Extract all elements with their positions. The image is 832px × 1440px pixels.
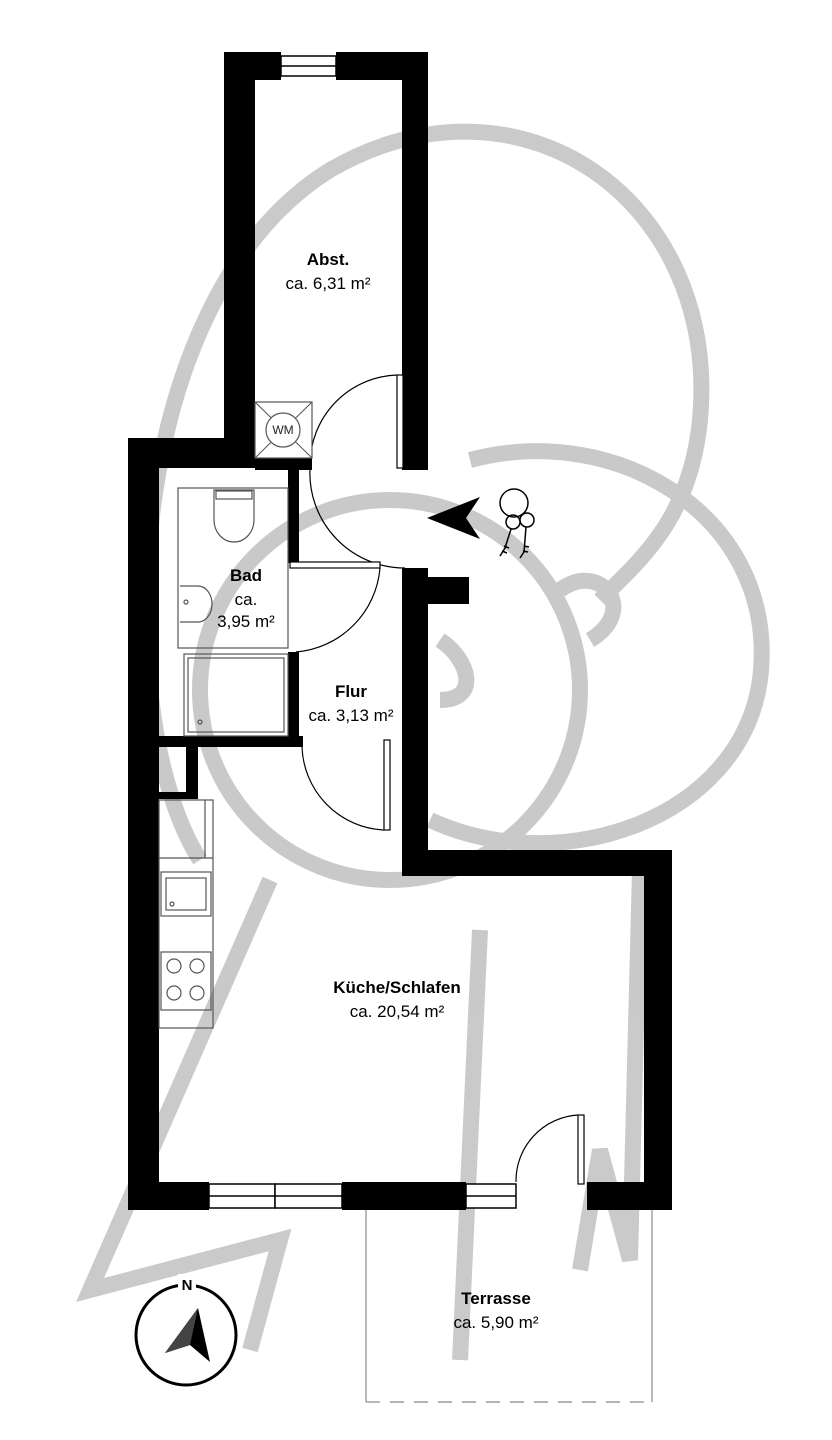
- entrance-arrow-icon: [427, 497, 480, 539]
- shower: [183, 653, 289, 737]
- room-area-abst: ca. 6,31 m²: [285, 274, 370, 293]
- door-terrace: [577, 1114, 585, 1185]
- kitchen-counter: [158, 799, 214, 1029]
- door-kitchen: [383, 739, 391, 831]
- kitchen-sink: [160, 871, 212, 917]
- room-name-bad: Bad: [230, 566, 262, 585]
- north-compass-icon: N: [134, 1274, 238, 1387]
- cooktop: [160, 951, 212, 1011]
- room-area-flur: ca. 3,13 m²: [308, 706, 393, 725]
- sink: [180, 585, 213, 623]
- toilet: [213, 489, 255, 543]
- door-entrance: [309, 467, 406, 569]
- washing-machine-label: WM: [272, 423, 293, 437]
- room-name-flur: Flur: [335, 682, 367, 701]
- walls: [128, 52, 672, 1210]
- watermark-logo: [76, 123, 770, 1361]
- room-name-kueche: Küche/Schlafen: [333, 978, 461, 997]
- room-name-abst: Abst.: [307, 250, 350, 269]
- kitchen-fixtures: [158, 799, 214, 1029]
- doors: [289, 374, 585, 1185]
- terrace-outline: [365, 1210, 653, 1403]
- keys-icon: [499, 488, 535, 559]
- room-area-terrasse: ca. 5,90 m²: [453, 1313, 538, 1332]
- room-area-bad-line2: 3,95 m²: [217, 612, 275, 631]
- windows: [208, 55, 517, 1209]
- room-area-bad-line1: ca.: [235, 590, 258, 609]
- door-bath: [289, 561, 381, 569]
- bathroom-fixtures: [177, 487, 289, 737]
- bathroom-counter: [177, 487, 289, 649]
- room-name-terrasse: Terrasse: [461, 1289, 531, 1308]
- compass-north-label: N: [182, 1277, 193, 1294]
- room-area-kueche: ca. 20,54 m²: [350, 1002, 445, 1021]
- washing-machine: WM: [254, 401, 313, 459]
- door-storage: [396, 374, 404, 469]
